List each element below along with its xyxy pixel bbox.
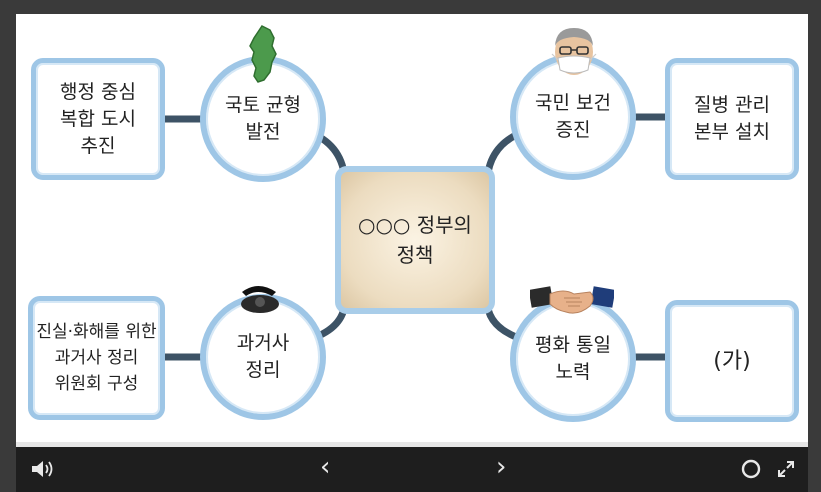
expand-icon[interactable] (776, 459, 796, 479)
next-button[interactable]: › (496, 452, 507, 482)
box-truth-reconciliation: 진실·화해를 위한 과거사 정리 위원회 구성 (28, 296, 165, 420)
progress-track[interactable] (16, 442, 808, 447)
circle-past-history: 과거사 정리 (200, 294, 326, 420)
player-control-bar: ‹ › (16, 447, 808, 492)
handshake-icon (530, 286, 614, 314)
speaker-icon[interactable] (30, 459, 54, 479)
progress-fill (16, 442, 808, 447)
box-administrative-city: 행정 중심 복합 도시 추진 (31, 58, 165, 180)
prev-button[interactable]: ‹ (320, 452, 331, 482)
circle-peace-unification: 평화 통일 노력 (510, 296, 636, 422)
circle-icon[interactable] (740, 458, 762, 480)
box-ga-placeholder: (가) (665, 300, 799, 422)
center-policy-box: ○○○ 정부의 정책 (335, 166, 495, 314)
telephone-icon (241, 286, 279, 313)
masked-person-icon (551, 28, 597, 75)
circle-balanced-development: 국토 균형 발전 (200, 56, 326, 182)
box-disease-control: 질병 관리 본부 설치 (665, 58, 799, 180)
korea-map-icon (249, 25, 277, 83)
